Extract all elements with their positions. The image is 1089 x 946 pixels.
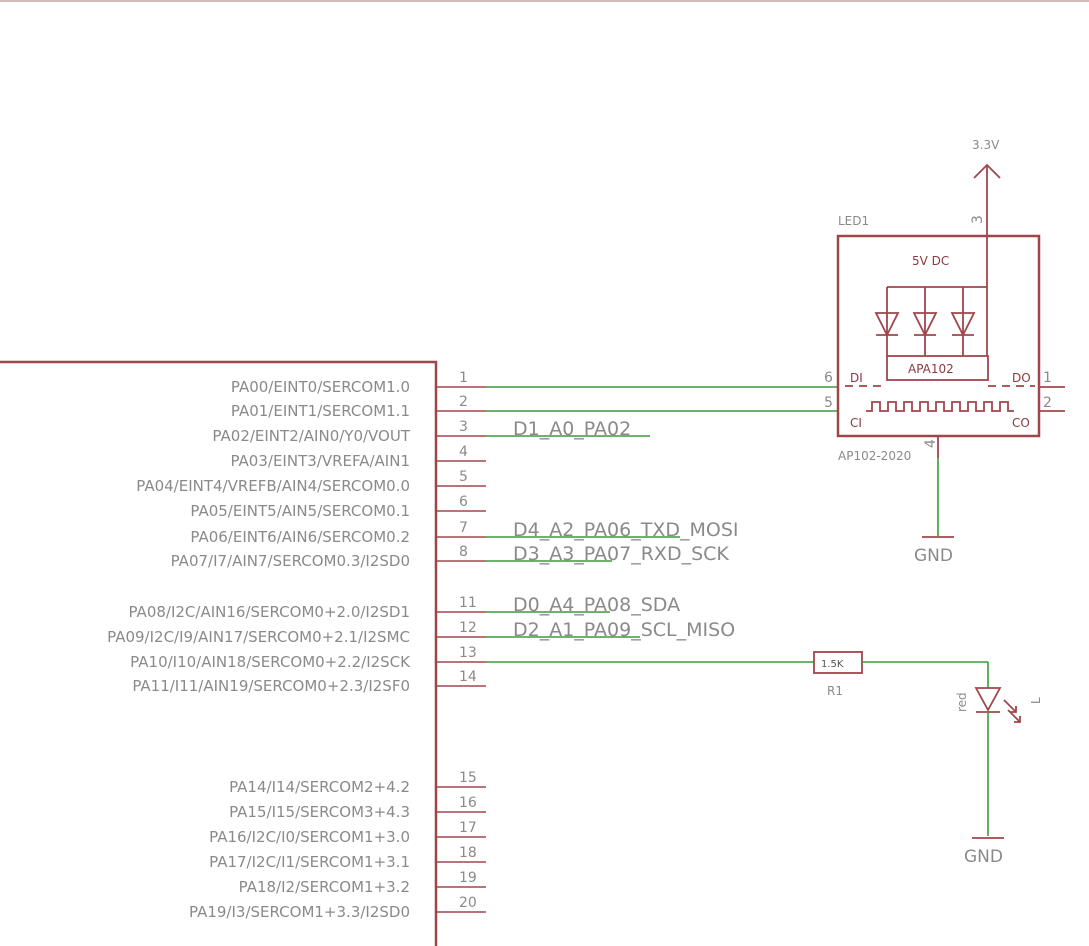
mcu-pin-number: 12 (459, 620, 477, 636)
net-label: D1_A0_PA02 (513, 418, 631, 440)
led1-pin-di: DI (850, 371, 863, 385)
mcu-pin-name: PA15/I15/SERCOM3+4.3 (229, 803, 410, 821)
mcu-pin-number: 16 (459, 795, 477, 811)
mcu-pin-number: 6 (459, 494, 468, 510)
gnd2-label: GND (964, 847, 1003, 867)
led1-pinnum-gnd: 4 (923, 439, 939, 448)
led1-pin-co: CO (1012, 416, 1030, 430)
mcu-pin-number: 19 (459, 870, 477, 886)
mcu-pin-name: PA00/EINT0/SERCOM1.0 (231, 378, 410, 396)
mcu-pin-name: PA14/I14/SERCOM2+4.2 (229, 778, 410, 796)
mcu-pin-name: PA08/I2C/AIN16/SERCOM0+2.0/I2SD1 (128, 603, 410, 621)
vcc-label: 3.3V (972, 138, 1000, 152)
mcu-pin-number: 14 (459, 669, 477, 685)
mcu-pin-name: PA01/EINT1/SERCOM1.1 (231, 402, 410, 420)
mcu-pin-number: 17 (459, 820, 477, 836)
mcu-pin-number: 7 (459, 520, 468, 536)
mcu-pin-number: 15 (459, 770, 477, 786)
led1-pin-ci: CI (850, 416, 862, 430)
vcc-arrow-icon (973, 163, 1001, 179)
mcu-pin-name: PA09/I2C/I9/AIN17/SERCOM0+2.1/I2SMC (107, 628, 410, 646)
led1-pinnum-do: 1 (1043, 370, 1052, 386)
mcu-pin-name: PA06/EINT6/AIN6/SERCOM0.2 (190, 528, 410, 546)
r1-ref: R1 (827, 684, 843, 698)
apa102-label: APA102 (908, 362, 954, 376)
mcu-pin-number: 4 (459, 444, 468, 460)
net-label: D4_A2_PA06_TXD_MOSI (513, 519, 739, 541)
led1-ref: LED1 (838, 214, 869, 228)
mcu-pin-number: 18 (459, 845, 477, 861)
led1-pinnum-ci: 5 (824, 395, 833, 411)
mcu-pin-name: PA11/I11/AIN19/SERCOM0+2.3/I2SF0 (132, 677, 410, 695)
led1-pinnum-di: 6 (824, 370, 833, 386)
mcu-body (0, 360, 438, 946)
led1-pinnum-vcc: 3 (970, 215, 986, 224)
mcu-pin-group: PA00/EINT0/SERCOM1.0 1PA01/EINT1/SERCOM1.… (107, 370, 738, 921)
clock-waveform-icon (866, 401, 1014, 412)
led-l-color: red (955, 692, 969, 712)
net-label: D3_A3_PA07_RXD_SCK (513, 543, 729, 565)
mcu-pin-number: 5 (459, 469, 468, 485)
led1-pin-do: DO (1012, 371, 1031, 385)
led1-value: AP102-2020 (838, 449, 911, 463)
led-l-diode-icon (974, 687, 1021, 723)
mcu-pin-name: PA07/I7/AIN7/SERCOM0.3/I2SD0 (171, 552, 410, 570)
mcu-pin-number: 3 (459, 419, 468, 435)
mcu-pin-number: 20 (459, 895, 477, 911)
net-label: D0_A4_PA08_SDA (513, 594, 680, 616)
led1-supply-text: 5V DC (912, 254, 949, 268)
led1-pinnum-co: 2 (1043, 395, 1052, 411)
mcu-pin-name: PA03/EINT3/VREFA/AIN1 (230, 452, 410, 470)
apa102-chip (886, 355, 989, 381)
mcu-pin-name: PA19/I3/SERCOM1+3.3/I2SD0 (189, 903, 410, 921)
mcu-pin-number: 1 (459, 370, 468, 386)
mcu-pin-name: PA02/EINT2/AIN0/Y0/VOUT (212, 427, 410, 445)
mcu-pin-number: 2 (459, 394, 468, 410)
rgb-diodes-icon (874, 286, 987, 356)
mcu-pin-name: PA17/I2C/I1/SERCOM1+3.1 (209, 853, 410, 871)
mcu-pin-name: PA05/EINT5/AIN5/SERCOM0.1 (190, 502, 410, 520)
mcu-pin-number: 13 (459, 645, 477, 661)
gnd1-label: GND (914, 546, 953, 566)
mcu-pin-name: PA16/I2C/I0/SERCOM1+3.0 (209, 828, 410, 846)
mcu-pin-number: 8 (459, 544, 468, 560)
led-l-ref: L (1029, 697, 1043, 704)
net-label: D2_A1_PA09_SCL_MISO (513, 619, 735, 641)
mcu-pin-name: PA18/I2/SERCOM1+3.2 (239, 878, 410, 896)
r1-value: 1.5K (821, 659, 844, 670)
mcu-pin-name: PA10/I10/AIN18/SERCOM0+2.2/I2SCK (130, 653, 411, 671)
mcu-pin-number: 11 (459, 595, 477, 611)
mcu-pin-name: PA04/EINT4/VREFB/AIN4/SERCOM0.0 (136, 477, 410, 495)
